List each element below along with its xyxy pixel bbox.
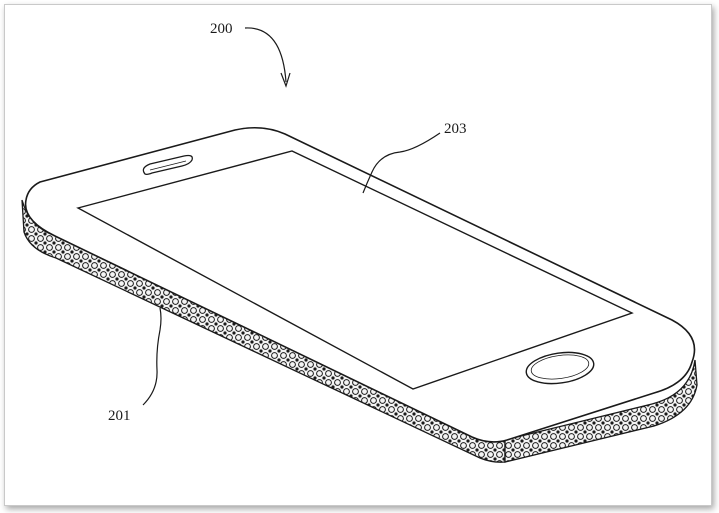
label-203: 203 (444, 121, 467, 137)
home-button (525, 351, 595, 385)
leader-203 (362, 132, 441, 194)
leader-201 (142, 307, 162, 406)
label-200: 200 (210, 21, 233, 37)
leader-200 (244, 27, 291, 88)
right-side-band (504, 359, 698, 463)
speaker-slot (142, 154, 193, 175)
display-screen (76, 150, 634, 390)
label-201: 201 (108, 408, 131, 424)
